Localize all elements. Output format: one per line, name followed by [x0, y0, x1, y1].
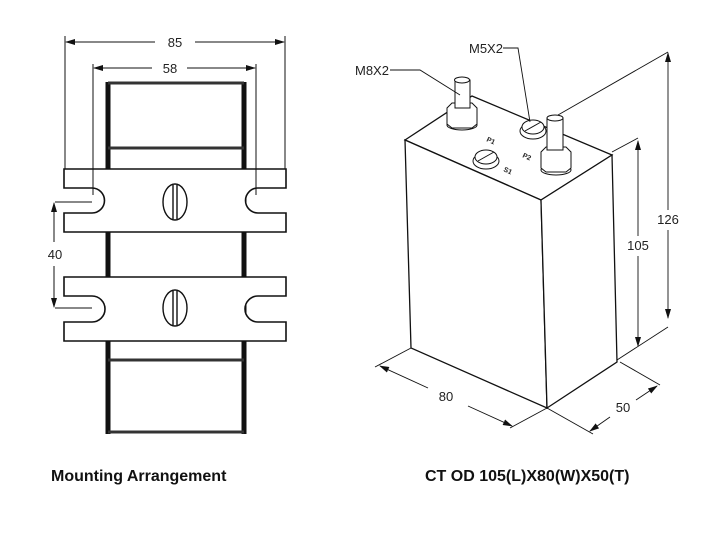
- dimension-58: [92, 64, 257, 195]
- mounting-drawing: [51, 36, 287, 434]
- dimension-50: [546, 361, 661, 435]
- screw-hole-icon: [162, 183, 188, 221]
- dim-label-85: 85: [168, 35, 182, 50]
- dimension-105: [611, 137, 669, 361]
- screw-size-label: M5X2: [469, 41, 503, 56]
- terminal-label-p2: P2: [521, 152, 532, 162]
- screw-icon: [519, 119, 547, 140]
- screw-icon: [472, 149, 500, 170]
- stud-terminal-left: [446, 76, 478, 131]
- screw-hole-icon: [162, 289, 188, 327]
- terminal-label-p1: P1: [485, 136, 496, 146]
- ct-body-side: [105, 81, 247, 434]
- dim-label-50: 50: [616, 400, 630, 415]
- ct-box-drawing: [374, 47, 671, 435]
- stud-size-label: M8X2: [355, 63, 389, 78]
- dim-label-126: 126: [657, 212, 679, 227]
- leader-lines: [390, 47, 669, 123]
- dim-label-105: 105: [627, 238, 649, 253]
- terminal-label-s1: S1: [502, 166, 513, 176]
- dim-label-40: 40: [48, 247, 62, 262]
- dimension-85: [64, 36, 286, 169]
- box-side-face: [540, 153, 618, 410]
- dim-label-58: 58: [163, 61, 177, 76]
- dim-label-80: 80: [439, 389, 453, 404]
- stud-terminal-right: [540, 114, 572, 176]
- dimension-80: [374, 347, 548, 429]
- dimension-40: [51, 201, 92, 309]
- mounting-caption: Mounting Arrangement: [51, 468, 227, 485]
- ct-caption: CT OD 105(L)X80(W)X50(T): [425, 468, 630, 485]
